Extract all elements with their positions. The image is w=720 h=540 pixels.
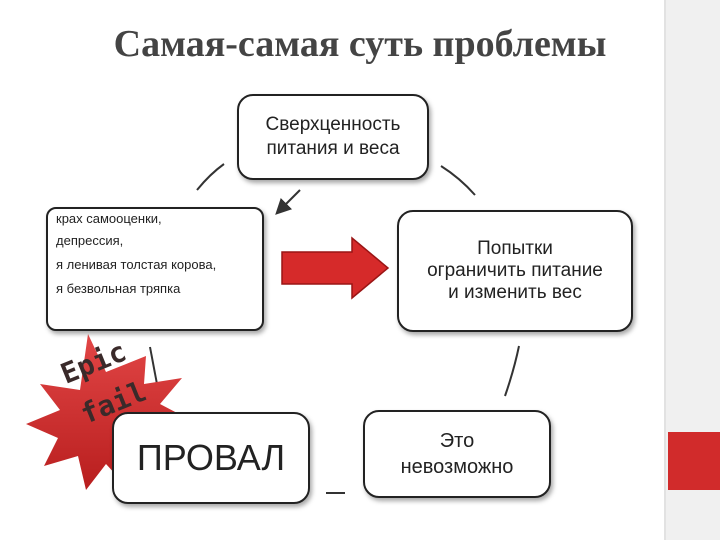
connector-right-down: [504, 345, 520, 397]
arrow-to-crash: [275, 189, 301, 215]
consequence-item: крах самооценки,: [56, 211, 162, 226]
consequence-item: я ленивая толстая корова,: [56, 257, 217, 272]
consequence-item: я безвольная тряпка: [56, 281, 181, 296]
consequences-box: крах самооценки, депрессия, я ленивая то…: [46, 207, 264, 331]
node-overvaluation: Сверхценность питания и веса: [237, 94, 429, 180]
consequence-item: депрессия,: [56, 233, 124, 248]
connector-top-right: [440, 165, 476, 196]
node-attempts-text: Попытки ограничить питание и изменить ве…: [427, 238, 603, 303]
node-fail-text: ПРОВАЛ: [136, 437, 286, 478]
connector-top-left: [196, 163, 225, 191]
node-attempts: Попытки ограничить питание и изменить ве…: [397, 210, 633, 332]
slide-title: Самая-самая суть проблемы: [113, 23, 607, 65]
node-impossible: Это невозможно: [363, 410, 551, 498]
node-overvaluation-text: Сверхценность питания и веса: [265, 114, 401, 159]
accent-block: [668, 432, 720, 490]
node-fail: ПРОВАЛ: [112, 412, 310, 504]
node-impossible-text: Это невозможно: [400, 430, 514, 478]
side-divider: [664, 0, 666, 540]
red-arrow: [281, 236, 390, 300]
